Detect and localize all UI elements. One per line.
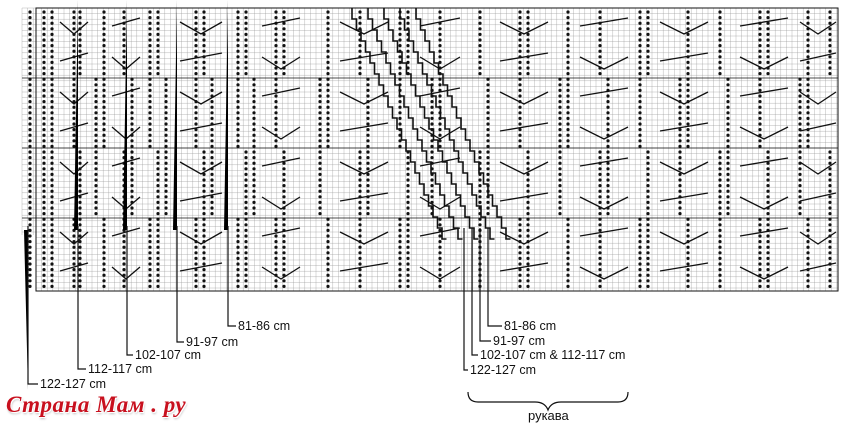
sleeve-size-label-91-97: 91-97 cm — [493, 334, 546, 348]
sleeve-outline — [399, 8, 495, 240]
sleeve-size-label-122-127: 122-127 cm — [470, 363, 537, 377]
size-outline — [74, 0, 78, 230]
sleeve-outline — [351, 8, 447, 240]
chart-grid — [21, 7, 839, 292]
leader-line — [176, 226, 184, 343]
size-label-91-97: 91-97 cm — [186, 335, 239, 349]
sleeve-size-label-102-107-112-117: 102-107 cm & 112-117 cm — [480, 348, 626, 362]
sleeve-outline — [367, 8, 463, 240]
leader-line — [77, 226, 86, 370]
size-outline — [24, 230, 28, 390]
size-outlines — [24, 0, 511, 390]
purl-dot — [28, 10, 832, 288]
size-label-81-86: 81-86 cm — [238, 319, 291, 333]
grid-lines — [35, 7, 838, 291]
size-label-112-117: 112-117 cm — [88, 362, 153, 376]
sleeve-brace — [467, 391, 629, 412]
leader-line — [479, 228, 491, 342]
watermark-logo: Страна Мам . ру — [6, 392, 187, 417]
sleeve-outline — [383, 8, 479, 240]
purl-dots — [28, 10, 832, 288]
leader-line — [471, 228, 478, 356]
sleeve-size-label-81-86: 81-86 cm — [504, 319, 557, 333]
sleeve-label: рукава — [528, 408, 569, 423]
size-outline — [224, 0, 228, 230]
leader-line — [487, 228, 502, 327]
leader-line — [227, 226, 236, 327]
sleeve-outline — [415, 8, 511, 240]
chart-border — [35, 7, 839, 292]
leader-line — [126, 226, 133, 356]
leader-line — [463, 228, 468, 371]
grid-lines-edge — [21, 7, 36, 235]
leader-line — [27, 226, 38, 385]
size-leader-lines — [27, 226, 502, 385]
size-label-122-127: 122-127 cm — [40, 377, 107, 391]
size-label-102-107: 102-107 cm — [135, 348, 202, 362]
size-outline — [123, 0, 127, 230]
size-outline — [173, 0, 177, 230]
